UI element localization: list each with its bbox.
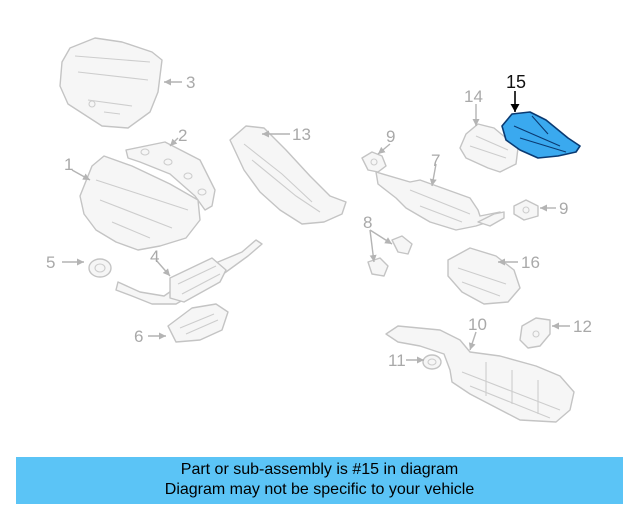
- callout-3: 3: [186, 73, 195, 92]
- callout-13: 13: [292, 125, 311, 144]
- callout-10: 10: [468, 315, 487, 334]
- part-bracket-shield[interactable]: [459, 123, 519, 173]
- part-tunnel-heat-shield[interactable]: [229, 125, 347, 225]
- leader-lines: [62, 78, 570, 364]
- callout-9-lower: 9: [559, 199, 568, 218]
- callout-2: 2: [178, 126, 187, 145]
- callout-1: 1: [64, 155, 73, 174]
- part-rear-bracket[interactable]: [519, 317, 551, 349]
- callout-16: 16: [521, 253, 540, 272]
- part-engine-cover[interactable]: [59, 37, 163, 129]
- part-hanger-pair[interactable]: [367, 235, 413, 277]
- part-manifold-gasket[interactable]: [125, 141, 216, 211]
- callout-8: 8: [363, 213, 372, 232]
- part-hanger-upper[interactable]: [361, 151, 387, 173]
- part-exhaust-manifold[interactable]: [79, 155, 201, 251]
- part-catalytic-converter[interactable]: [115, 239, 263, 305]
- part-hanger-lower[interactable]: [513, 199, 539, 221]
- part-lower-heat-shield[interactable]: [167, 303, 229, 343]
- banner-line-part-number: Part or sub-assembly is #15 in diagram: [180, 461, 459, 478]
- callout-9-upper: 9: [386, 127, 395, 146]
- part-gasket-ring[interactable]: [88, 258, 112, 278]
- info-banner: Part or sub-assembly is #15 in diagram D…: [16, 457, 623, 504]
- callout-7: 7: [431, 151, 440, 170]
- callout-5: 5: [46, 253, 55, 272]
- exploded-parts-diagram: 1 2 3 4 5 6 7 8 9 9 10 11 12 13 14 15 16: [46, 37, 592, 423]
- callout-4: 4: [150, 247, 159, 266]
- part-15-heat-shield-highlighted[interactable]: [501, 111, 581, 159]
- part-rear-heat-shield[interactable]: [447, 247, 521, 305]
- part-clamp[interactable]: [422, 354, 442, 370]
- callout-11: 11: [388, 351, 406, 370]
- callout-6: 6: [134, 327, 143, 346]
- callout-14: 14: [464, 87, 483, 106]
- callout-12: 12: [573, 317, 592, 336]
- callout-labels: 1 2 3 4 5 6 7 8 9 9 10 11 12 13 14 15 16: [46, 72, 592, 370]
- banner-line-disclaimer: Diagram may not be specific to your vehi…: [164, 481, 475, 498]
- part-muffler[interactable]: [385, 325, 575, 423]
- part-center-pipe[interactable]: [375, 171, 505, 231]
- callout-15-highlighted: 15: [506, 72, 526, 92]
